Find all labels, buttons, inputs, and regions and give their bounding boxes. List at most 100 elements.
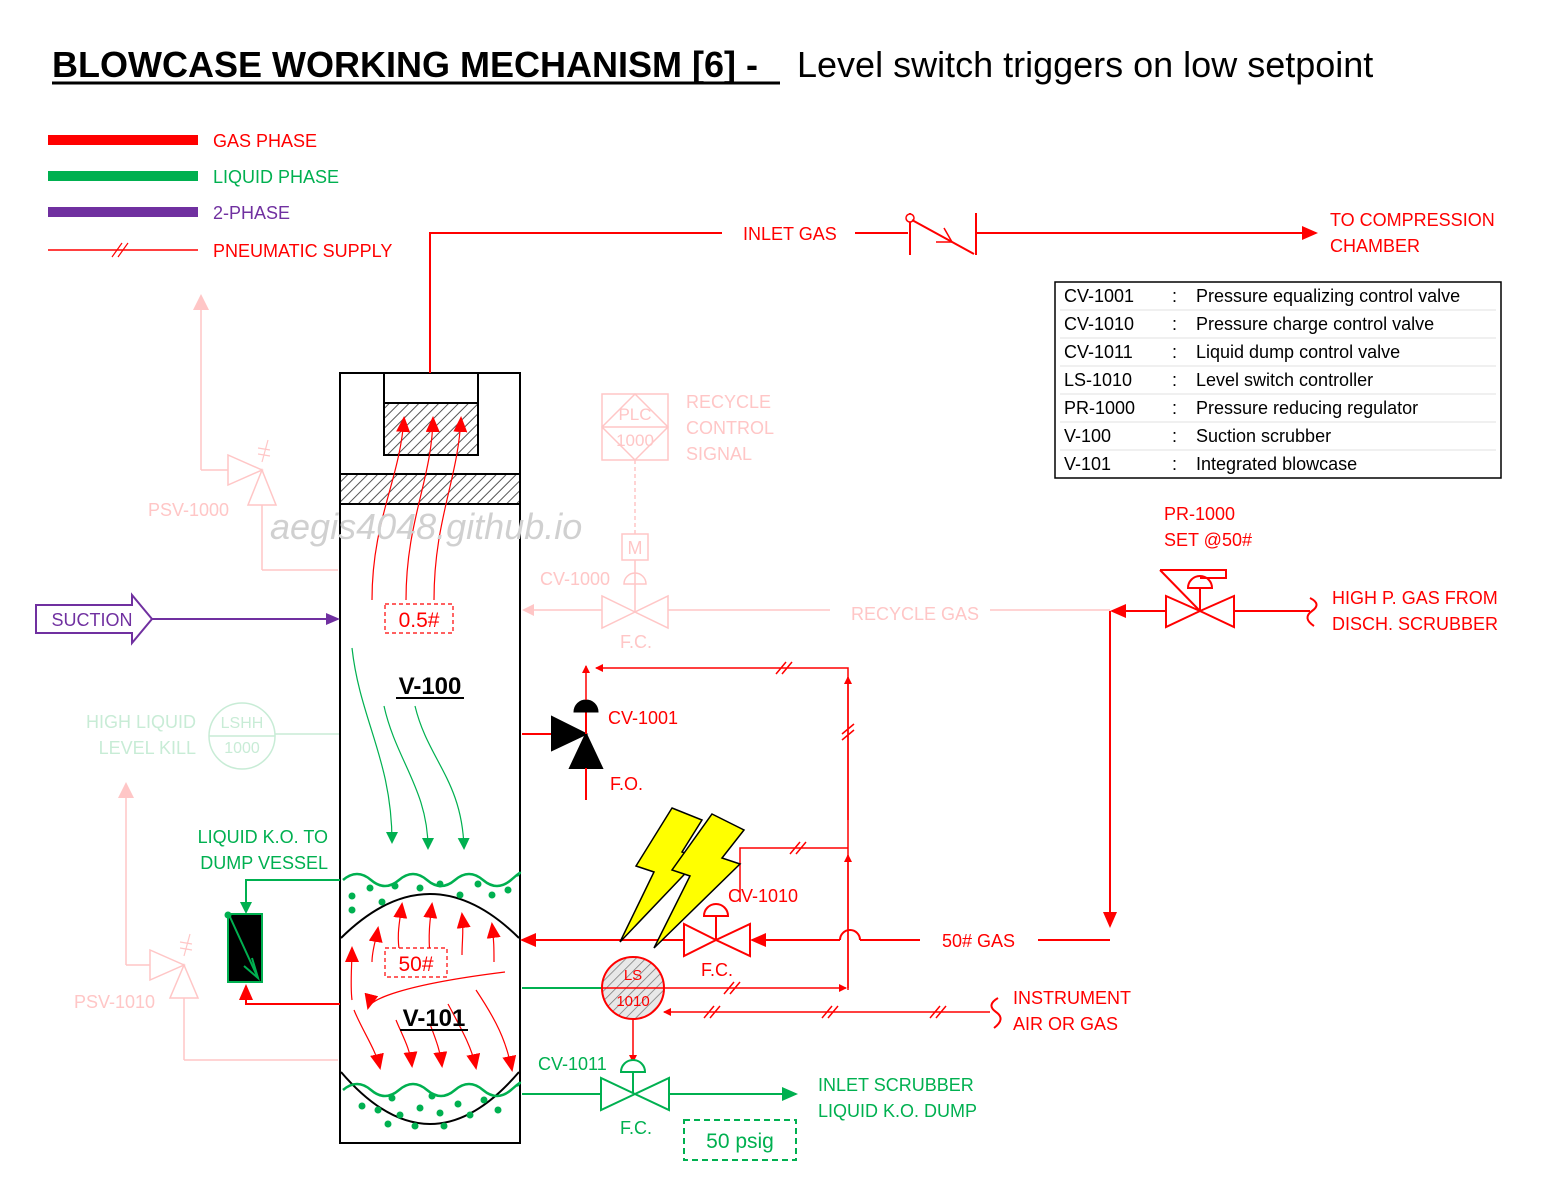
pressure-v100: 0.5# xyxy=(399,609,440,632)
table-row: CV-1001: Pressure equalizing control valv… xyxy=(1064,286,1460,306)
title-main: BLOWCASE WORKING MECHANISM [6] - xyxy=(52,44,758,85)
recycle-gas-label: RECYCLE GAS xyxy=(851,604,979,624)
psig-box xyxy=(683,1119,797,1161)
recycle-control-line-1: RECYCLE xyxy=(686,392,771,412)
vessel-partition xyxy=(339,473,521,505)
to-compression-line-1: TO COMPRESSION xyxy=(1330,210,1495,230)
table-description: Pressure charge control valve xyxy=(1196,314,1434,334)
liquid-level-v100 xyxy=(342,871,522,888)
high-p-gas-line-1: HIGH P. GAS FROM xyxy=(1332,588,1498,608)
table-separator: : xyxy=(1172,426,1177,446)
table-tag: V-100 xyxy=(1064,426,1111,446)
pressure-v101: 50# xyxy=(398,953,433,976)
gas-flow-v100 xyxy=(371,416,468,601)
lshh-tag: LSHH xyxy=(221,715,264,732)
legend: GAS PHASE LIQUID PHASE 2-PHASE PNEUMATIC… xyxy=(48,131,392,261)
faint-psv-1010: PSV-1010 xyxy=(74,782,338,1061)
table-description: Integrated blowcase xyxy=(1196,454,1357,474)
cv-1010-fc: F.C. xyxy=(701,960,733,980)
liquid-ko-dump: LIQUID K.O. TO DUMP VESSEL xyxy=(198,827,340,1005)
table-separator: : xyxy=(1172,286,1177,306)
table-separator: : xyxy=(1172,314,1177,334)
pr-1000-regulator: PR-1000 SET @50# HIGH P. GAS FROM DISCH.… xyxy=(942,504,1498,951)
table-tag: LS-1010 xyxy=(1064,370,1132,390)
table-row: CV-1010: Pressure charge control valve xyxy=(1060,309,1496,334)
vessel-v100-v101: 0.5# 50# V-100 V-101 xyxy=(339,372,522,1144)
plc-number: 1000 xyxy=(616,431,654,450)
suction-label: SUCTION xyxy=(52,610,133,630)
vessel-label-v100: V-100 xyxy=(399,673,462,700)
cv-1010-label: CV-1010 xyxy=(728,886,798,906)
suction-inlet: SUCTION xyxy=(35,592,340,646)
cv-1010-valve: CV-1010 F.C. xyxy=(520,886,920,980)
cv-1001-label: CV-1001 xyxy=(608,708,678,728)
legend-label-gas: GAS PHASE xyxy=(213,131,317,151)
liquid-ko-line-2: DUMP VESSEL xyxy=(200,853,328,873)
inlet-gas-label: INLET GAS xyxy=(743,224,837,244)
table-separator: : xyxy=(1172,370,1177,390)
table-row: CV-1011: Liquid dump control valve xyxy=(1060,337,1496,362)
pr-1000-setpoint: SET @50# xyxy=(1164,530,1252,550)
cv-1011-fc: F.C. xyxy=(620,1118,652,1138)
instrument-line-2: AIR OR GAS xyxy=(1013,1014,1118,1034)
high-liquid-line-2: LEVEL KILL xyxy=(99,738,196,758)
table-tag: CV-1010 xyxy=(1064,314,1134,334)
table-row: V-101:Integrated blowcase xyxy=(1060,449,1496,474)
liquid-ko-line-1: LIQUID K.O. TO xyxy=(198,827,328,847)
table-separator: : xyxy=(1172,342,1177,362)
psv-1010-label: PSV-1010 xyxy=(74,992,155,1012)
table-row: LS-1010: Level switch controller xyxy=(1060,365,1496,390)
recycle-control-line-3: SIGNAL xyxy=(686,444,752,464)
actuator-m: M xyxy=(628,538,643,558)
legend-label-2phase: 2-PHASE xyxy=(213,203,290,223)
table-description: Pressure reducing regulator xyxy=(1196,398,1418,418)
cv-1011-label: CV-1011 xyxy=(538,1054,607,1074)
gas-flow-v101 xyxy=(344,902,517,1072)
faint-lshh-1000: HIGH LIQUID LEVEL KILL LSHH 1000 xyxy=(86,702,340,770)
ls-tag: LS xyxy=(624,967,642,984)
tag-table: CV-1001: Pressure equalizing control valv… xyxy=(1054,281,1502,479)
vessel-label-v101: V-101 xyxy=(403,1005,466,1032)
tag-table-frame xyxy=(1054,281,1502,479)
lshh-number: 1000 xyxy=(224,740,260,757)
table-tag: CV-1001 xyxy=(1064,286,1134,306)
pr-1000-label: PR-1000 xyxy=(1164,504,1235,524)
pressure-box-v101 xyxy=(384,947,448,978)
pressure-box-v100 xyxy=(384,603,454,634)
cv-1011-valve: CV-1011 F.C. INLET SCRUBBER LIQUID K.O. … xyxy=(522,1054,977,1161)
table-description: Liquid dump control valve xyxy=(1196,342,1400,362)
inlet-scrubber-line-1: INLET SCRUBBER xyxy=(818,1075,974,1095)
pneumatic-lines xyxy=(595,661,1002,1029)
cv-1001-fo: F.O. xyxy=(610,774,643,794)
blowcase-top-head xyxy=(340,893,520,939)
to-compression-line-2: CHAMBER xyxy=(1330,236,1420,256)
mist-extractor-housing xyxy=(383,372,479,404)
faint-recycle-system: PLC 1000 RECYCLE CONTROL SIGNAL M CV-100… xyxy=(522,392,1110,652)
liquid-droplets xyxy=(348,880,512,1130)
title-sub: Level switch triggers on low setpoint xyxy=(797,44,1373,85)
inlet-gas-line: INLET GAS TO COMPRESSION CHAMBER xyxy=(429,210,1495,373)
liquid-level-v101 xyxy=(342,1081,522,1098)
ls-1010-switch: LS 1010 xyxy=(522,956,665,1063)
ls-number: 1010 xyxy=(616,993,649,1010)
table-description: Level switch controller xyxy=(1196,370,1373,390)
table-tag: CV-1011 xyxy=(1064,342,1133,362)
table-row: PR-1000: Pressure reducing regulator xyxy=(1060,393,1496,418)
gas-50-label: 50# GAS xyxy=(942,931,1015,951)
lightning-icon xyxy=(619,807,746,949)
faint-psv-1000: PSV-1000 xyxy=(148,294,338,571)
recycle-control-line-2: CONTROL xyxy=(686,418,774,438)
legend-label-liquid: LIQUID PHASE xyxy=(213,167,339,187)
table-row: V-100:Suction scrubber xyxy=(1060,421,1496,446)
liquid-flow-v100 xyxy=(351,647,470,850)
suction-arrow xyxy=(35,592,154,646)
table-description: Pressure equalizing control valve xyxy=(1196,286,1460,306)
high-liquid-line-1: HIGH LIQUID xyxy=(86,712,196,732)
table-separator: : xyxy=(1172,398,1177,418)
table-tag: PR-1000 xyxy=(1064,398,1135,418)
cv-1000-fc: F.C. xyxy=(620,632,652,652)
watermark: aegis4048.github.io xyxy=(270,506,582,547)
plc-tag: PLC xyxy=(618,405,651,424)
